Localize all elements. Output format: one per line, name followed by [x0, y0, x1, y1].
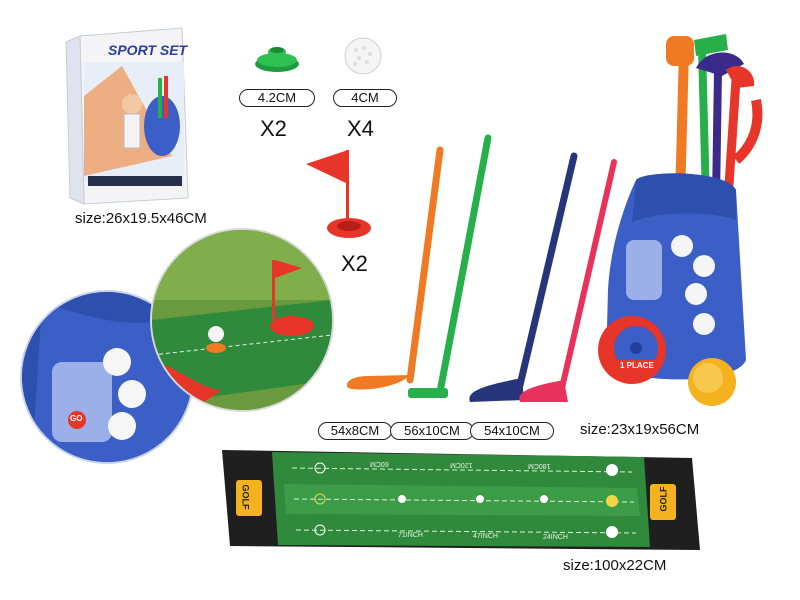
- mat-detail-image: [152, 230, 332, 410]
- bag-badge: 1 PLACE: [617, 360, 657, 371]
- clubs-illustration: [346, 134, 617, 402]
- mat-detail-zoom: [150, 228, 334, 412]
- tee-qty: X2: [260, 116, 287, 141]
- green-club-icon: [408, 134, 492, 398]
- golf-bag-illustration: [598, 34, 763, 406]
- mat-mark-top-1: 60CM: [370, 460, 389, 467]
- ball-size-label: 4CM: [333, 89, 397, 107]
- box-size-label: size:26x19.5x46CM: [75, 210, 207, 227]
- golf-ball-icon: [344, 37, 382, 75]
- orange-club-icon: [346, 146, 444, 390]
- club-size-label-3: 54x10CM: [470, 422, 554, 440]
- mat-mark-bottom-2: 47INCH: [473, 533, 498, 540]
- box-brand-logo: SPORT SET: [108, 42, 188, 58]
- product-box: SPORT SET: [62, 26, 200, 206]
- tee-size-label: 4.2CM: [239, 89, 315, 107]
- pink-club-icon: [519, 159, 617, 402]
- flag-qty: X2: [341, 251, 368, 276]
- mat-mark-top-3: 180CM: [528, 462, 551, 469]
- bag-size-label: size:23x19x56CM: [580, 421, 700, 438]
- putting-mat: [222, 450, 700, 550]
- mat-size-label: size:100x22CM: [563, 557, 667, 574]
- mat-mark-top-2: 120CM: [450, 461, 473, 468]
- ball-qty: X4: [347, 116, 374, 141]
- mat-mark-bottom-3: 24INCH: [543, 534, 568, 541]
- club-size-label-2: 56x10CM: [390, 422, 474, 440]
- club-size-label-1: 54x8CM: [318, 422, 392, 440]
- navy-club-icon: [469, 152, 578, 402]
- bag-go-sticker: GO: [70, 414, 83, 423]
- mat-logo-right: GOLF: [658, 486, 669, 512]
- product-box-image: [65, 27, 189, 205]
- tee-icon: [255, 47, 299, 72]
- mat-mark-bottom-1: 71INCH: [398, 532, 423, 539]
- mat-logo-left: GOLF: [240, 484, 251, 510]
- flag-icon: [306, 150, 371, 238]
